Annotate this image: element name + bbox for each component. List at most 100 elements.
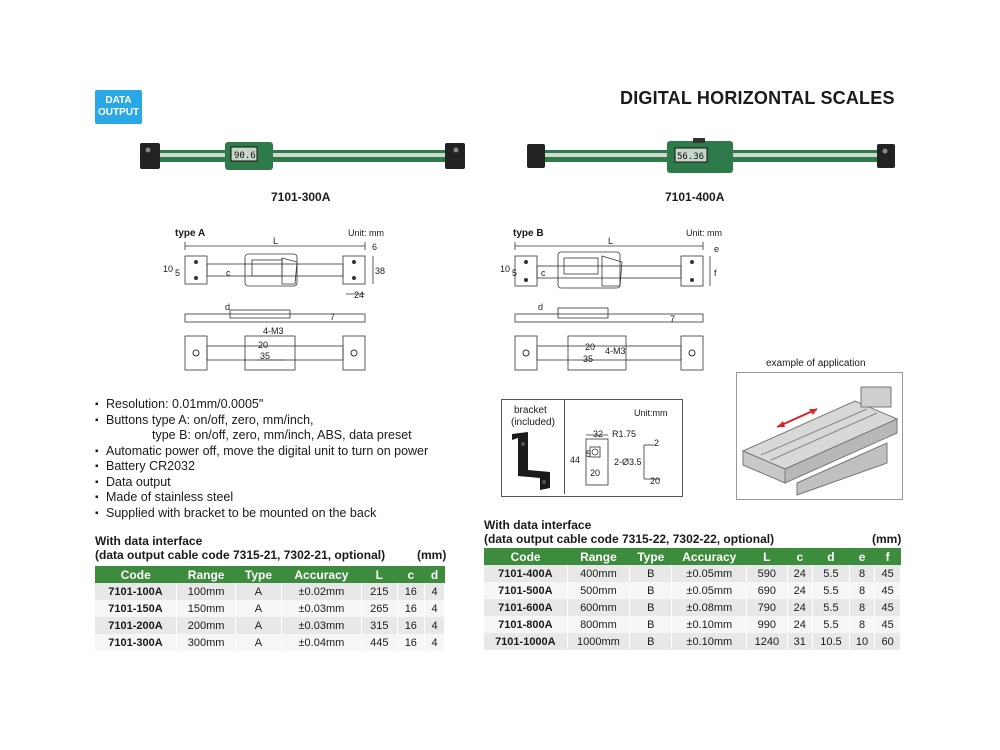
table-cell: A xyxy=(235,583,282,600)
table-cell: 16 xyxy=(397,583,426,600)
table-cell: ±0.03mm xyxy=(281,617,363,634)
application-drawing xyxy=(741,386,899,496)
diagram-a-c: c xyxy=(226,268,231,278)
table-cell: 5.5 xyxy=(812,565,850,582)
table-cell: 590 xyxy=(746,565,788,582)
badge-line1: DATA xyxy=(105,95,132,106)
table-cell: 4 xyxy=(424,617,445,634)
column-header: L xyxy=(746,548,787,565)
diagram-b-20: 20 xyxy=(585,342,596,352)
table-cell: 265 xyxy=(361,600,398,617)
diagram-a-5: 5 xyxy=(175,268,181,278)
table-a-heading1: With data interface xyxy=(95,534,203,548)
feature-list: Resolution: 0.01mm/0.0005" Buttons type … xyxy=(95,397,428,521)
scale-photo-400a: 56.36 xyxy=(527,138,895,173)
table-cell: 8 xyxy=(849,599,876,616)
svg-text:56.36: 56.36 xyxy=(677,152,704,162)
diagram-b-4m3: 4-M3 xyxy=(605,346,626,356)
table-cell: 690 xyxy=(746,582,788,599)
diagram-b-5: 5 xyxy=(512,268,518,278)
feature-item: Supplied with bracket to be mounted on t… xyxy=(95,506,428,522)
table-cell: 10 xyxy=(849,633,876,650)
table-cell: 8 xyxy=(849,616,876,633)
table-cell: 7101-300A xyxy=(95,634,178,651)
model-label-300a: 7101-300A xyxy=(271,190,331,204)
column-header: Code xyxy=(95,566,177,583)
diagram-b-e: e xyxy=(714,244,720,254)
table-cell: 7101-100A xyxy=(95,583,178,600)
diagram-a-10: 10 xyxy=(163,264,174,274)
diagram-b-unit: Unit: mm xyxy=(686,228,722,238)
column-header: Type xyxy=(235,566,282,583)
diagram-a-drawing xyxy=(184,242,374,371)
column-header: c xyxy=(787,548,813,565)
table-cell: 150mm xyxy=(176,600,237,617)
table-cell: ±0.10mm xyxy=(671,633,748,650)
table-cell: 600mm xyxy=(567,599,631,616)
feature-item: Data output xyxy=(95,475,428,491)
column-header: L xyxy=(361,566,398,583)
table-cell: A xyxy=(235,617,282,634)
table-cell: 60 xyxy=(874,633,901,650)
column-header: Code xyxy=(484,548,568,565)
feature-item: Buttons type A: on/off, zero, mm/inch, xyxy=(95,413,428,429)
table-cell: 300mm xyxy=(176,634,237,651)
bracket-dim-32: 32 xyxy=(593,429,604,439)
table-cell: 16 xyxy=(397,600,426,617)
diagram-a-7: 7 xyxy=(330,312,336,322)
feature-item: Automatic power off, move the digital un… xyxy=(95,444,428,460)
table-cell: B xyxy=(629,633,673,650)
table-a-unit: (mm) xyxy=(417,548,447,562)
table-cell: ±0.10mm xyxy=(671,616,748,633)
table-cell: 16 xyxy=(397,634,426,651)
column-header: c xyxy=(397,566,425,583)
table-cell: 4 xyxy=(424,583,445,600)
diagram-a-6: 6 xyxy=(372,242,378,252)
bracket-unit: Unit:mm xyxy=(634,408,668,418)
diagram-a-4m3: 4-M3 xyxy=(263,326,284,336)
bracket-box xyxy=(501,399,683,497)
table-cell: B xyxy=(629,616,673,633)
column-header: e xyxy=(849,548,875,565)
table-cell: 445 xyxy=(361,634,398,651)
table-cell: 1000mm xyxy=(567,633,631,650)
table-cell: 45 xyxy=(874,616,901,633)
table-cell: ±0.08mm xyxy=(671,599,748,616)
column-header: Range xyxy=(176,566,236,583)
table-cell: 7101-800A xyxy=(484,616,568,633)
diagram-b-drawing xyxy=(514,242,711,371)
diagram-a-35: 35 xyxy=(260,351,271,361)
diagram-b-35: 35 xyxy=(583,354,594,364)
table-cell: ±0.04mm xyxy=(281,634,363,651)
column-header: Accuracy xyxy=(281,566,362,583)
application-box xyxy=(736,372,903,500)
table-cell: 5.5 xyxy=(812,599,850,616)
bracket-dim-r: R1.75 xyxy=(612,429,637,439)
table-cell: 24 xyxy=(787,599,814,616)
column-header: Accuracy xyxy=(671,548,747,565)
diagram-a-d: d xyxy=(225,302,231,312)
bracket-dim-20b: 20 xyxy=(650,476,661,486)
table-cell: 45 xyxy=(874,582,901,599)
table-cell: 790 xyxy=(746,599,788,616)
table-cell: 215 xyxy=(361,583,398,600)
table-cell: 10.5 xyxy=(812,633,850,650)
table-cell: B xyxy=(629,599,673,616)
table-cell: A xyxy=(235,600,282,617)
table-a-heading2: (data output cable code 7315-21, 7302-21… xyxy=(95,548,386,562)
diagram-b-L: L xyxy=(608,236,614,246)
scale-photo-300a: 90.6 xyxy=(140,142,465,170)
table-cell: 8 xyxy=(849,582,876,599)
diagram-a-20: 20 xyxy=(258,340,269,350)
diagram-a-24: 24 xyxy=(354,290,365,300)
table-cell: 4 xyxy=(424,600,445,617)
feature-item: type B: on/off, zero, mm/inch, ABS, data… xyxy=(152,428,412,442)
bracket-dim-44: 44 xyxy=(570,455,581,465)
table-b-unit: (mm) xyxy=(872,532,902,546)
table-cell: B xyxy=(629,582,673,599)
diagram-a-38: 38 xyxy=(375,266,386,276)
bracket-label: bracket xyxy=(514,405,547,416)
